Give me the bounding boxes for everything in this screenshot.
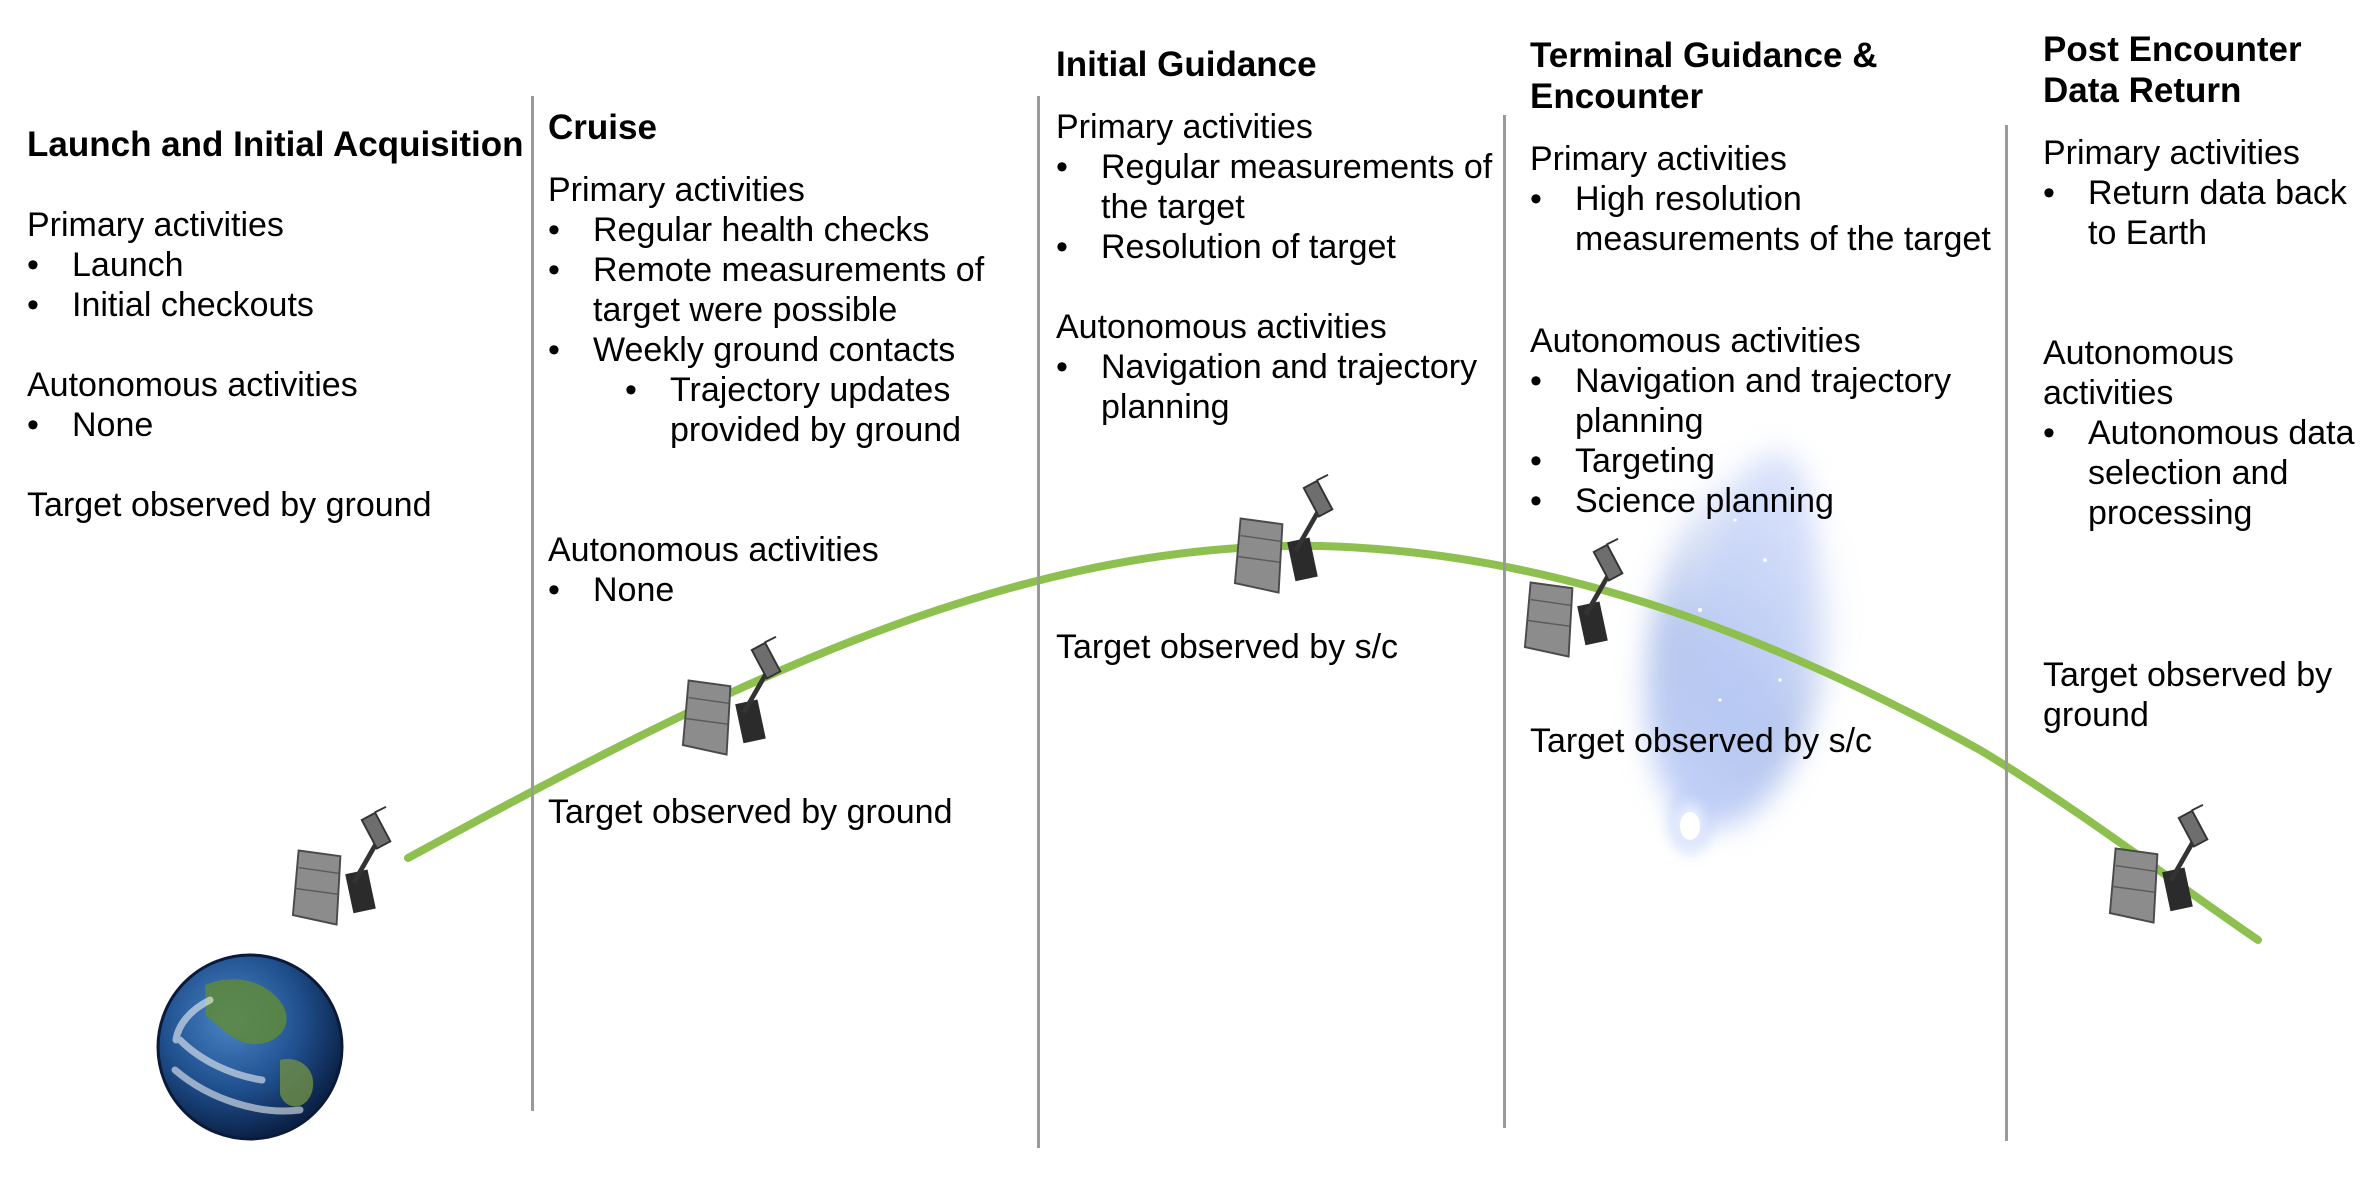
- autonomous-label: Autonomous activities: [2043, 334, 2234, 412]
- phase-terminal-guidance: Terminal Guidance & Encounter Primary ac…: [1530, 35, 2000, 761]
- primary-list: Launch Initial checkouts: [27, 245, 532, 325]
- list-item: None: [548, 570, 1028, 610]
- phase-divider: [531, 96, 534, 1111]
- spacecraft-icon: [293, 807, 390, 925]
- list-item: Regular health checks: [548, 210, 1028, 250]
- list-item: None: [27, 405, 532, 445]
- primary-label: Primary activities: [1530, 140, 1787, 178]
- autonomous-list: None: [548, 570, 1028, 610]
- phase-post-encounter: Post Encounter Data Return Primary activ…: [2043, 29, 2373, 735]
- observation-text: Target observed by s/c: [1056, 628, 1399, 666]
- primary-list: Regular measurements of the target Resol…: [1056, 147, 1496, 267]
- phase-initial-guidance: Initial Guidance Primary activities Regu…: [1056, 44, 1496, 667]
- autonomous-label: Autonomous activities: [1056, 308, 1387, 346]
- earth-icon: [156, 953, 344, 1141]
- list-item: Return data back to Earth: [2043, 173, 2373, 253]
- list-item: Resolution of target: [1056, 227, 1496, 267]
- phase-title: Initial Guidance: [1056, 45, 1317, 84]
- observation-text: Target observed by s/c: [1530, 722, 1873, 760]
- phase-launch: Launch and Initial Acquisition Primary a…: [27, 124, 532, 525]
- list-item: Remote measurements of target were possi…: [548, 250, 1028, 330]
- phase-divider: [1037, 96, 1040, 1148]
- autonomous-list: Navigation and trajectory planning: [1056, 347, 1496, 427]
- list-item: High resolution measurements of the targ…: [1530, 179, 2000, 259]
- primary-list: Regular health checks Remote measurement…: [548, 210, 1028, 450]
- primary-label: Primary activities: [548, 171, 805, 209]
- autonomous-list: None: [27, 405, 532, 445]
- observation-text: Target observed by ground: [27, 486, 432, 524]
- phase-divider: [1503, 115, 1506, 1128]
- list-item: Navigation and trajectory planning: [1056, 347, 1496, 427]
- spacecraft-icon: [2110, 805, 2207, 923]
- list-item: Navigation and trajectory planning: [1530, 361, 2000, 441]
- observation-text: Target observed by ground: [548, 793, 953, 831]
- phase-divider: [2005, 125, 2008, 1141]
- list-item: Weekly ground contacts: [548, 330, 1028, 370]
- primary-label: Primary activities: [2043, 134, 2300, 172]
- phase-title: Launch and Initial Acquisition: [27, 125, 524, 164]
- primary-label: Primary activities: [1056, 108, 1313, 146]
- autonomous-label: Autonomous activities: [27, 366, 358, 404]
- autonomous-list: Autonomous data selection and processing: [2043, 413, 2373, 533]
- primary-label: Primary activities: [27, 206, 284, 244]
- autonomous-label: Autonomous activities: [548, 531, 879, 569]
- phase-title: Cruise: [548, 108, 657, 147]
- phase-title: Post Encounter Data Return: [2043, 30, 2302, 110]
- list-item: Initial checkouts: [27, 285, 532, 325]
- primary-list: High resolution measurements of the targ…: [1530, 179, 2000, 259]
- list-item: Regular measurements of the target: [1056, 147, 1496, 227]
- list-item: Autonomous data selection and processing: [2043, 413, 2373, 533]
- observation-text: Target observed by ground: [2043, 656, 2333, 734]
- autonomous-list: Navigation and trajectory planning Targe…: [1530, 361, 2000, 521]
- primary-list: Return data back to Earth: [2043, 173, 2373, 253]
- autonomous-label: Autonomous activities: [1530, 322, 1861, 360]
- sub-list-item: Trajectory updates provided by ground: [548, 370, 1028, 450]
- list-item: Targeting: [1530, 441, 2000, 481]
- list-item: Science planning: [1530, 481, 2000, 521]
- phase-title: Terminal Guidance & Encounter: [1530, 36, 1878, 116]
- phase-cruise: Cruise Primary activities Regular health…: [548, 107, 1028, 832]
- list-item: Launch: [27, 245, 532, 285]
